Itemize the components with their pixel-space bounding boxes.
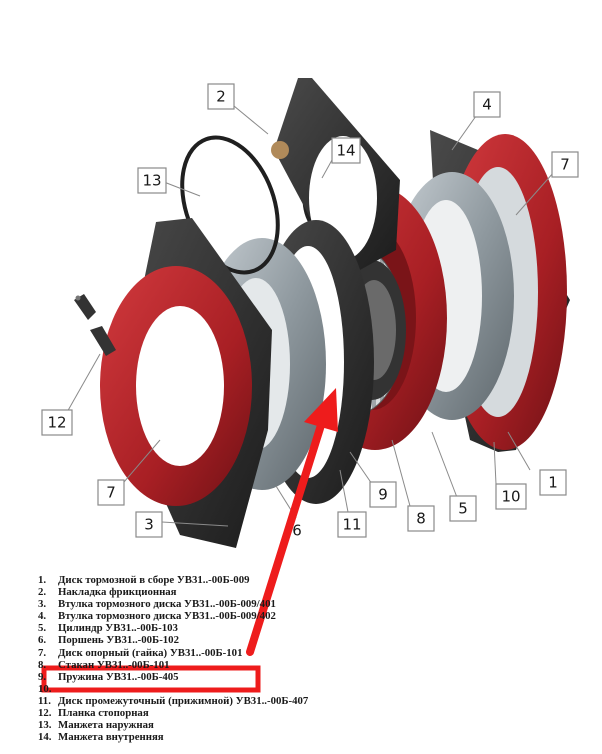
svg-text:1: 1: [548, 474, 558, 492]
svg-text:7: 7: [106, 484, 116, 502]
callout-14: 14: [331, 137, 361, 164]
legend-item-text: Диск опорный (гайка) УВ31..-00Б-101: [58, 646, 243, 659]
callout-11: 11: [337, 511, 367, 538]
legend-item: 6. Поршень УВ31..-00Б-102: [38, 634, 578, 646]
svg-text:13: 13: [142, 172, 161, 190]
legend-item-text: Манжета наружная: [58, 719, 154, 732]
legend-item-number: 13.: [38, 719, 52, 732]
callout-5: 5: [449, 495, 477, 522]
legend-item: 2. Накладка фрикционная: [38, 586, 578, 598]
support-disc-left: [100, 266, 252, 506]
legend-item-number: 11.: [38, 694, 51, 707]
callout-1: 1: [539, 469, 567, 496]
legend-item-text: Манжета внутренняя: [58, 731, 164, 744]
legend-item: 12. Планка стопорная: [38, 707, 578, 719]
callout-9: 9: [369, 481, 397, 508]
legend-item-number: 14.: [38, 731, 52, 744]
highlight-arrow: [246, 388, 338, 656]
legend-item: 9. Пружина УВ31..-00Б-405: [38, 671, 578, 683]
legend-item-number: 8.: [38, 658, 47, 671]
legend-item-text: Диск тормозной в сборе УВ31..-00Б-009: [58, 574, 250, 586]
legend-item-number: 1.: [38, 574, 47, 586]
legend-item-number: 10.: [38, 682, 52, 695]
callout-3: 3: [135, 511, 163, 538]
legend-item-number: 12.: [38, 707, 52, 720]
svg-text:3: 3: [144, 516, 154, 534]
svg-text:14: 14: [336, 142, 355, 160]
svg-text:6: 6: [292, 522, 302, 540]
legend-item-text: Стакан УВ31..-00Б-101: [58, 658, 170, 671]
svg-text:12: 12: [47, 414, 66, 432]
legend-item-number: 9.: [38, 670, 47, 683]
svg-text:9: 9: [378, 486, 388, 504]
callout-2: 2: [207, 83, 235, 110]
legend-item: 3. Втулка тормозного диска УВ31..-00Б-009…: [38, 598, 578, 610]
legend-item-text: Втулка тормозного диска УВ31..-00Б-009/4…: [58, 610, 276, 623]
legend-item: 11. Диск промежуточный (прижимной) УВ31..…: [38, 695, 578, 707]
legend-item: 8. Стакан УВ31..-00Б-101: [38, 659, 578, 671]
legend-item-number: 3.: [38, 598, 47, 611]
legend-item: 14. Манжета внутренняя: [38, 731, 578, 743]
locking-plate: [74, 294, 116, 356]
callout-10: 10: [495, 483, 527, 510]
callout-13: 13: [137, 167, 167, 194]
legend-item-text: Планка стопорная: [58, 707, 149, 720]
legend-item-text: Диск промежуточный (прижимной) УВ31..-00…: [58, 694, 309, 707]
legend-item: 1. Диск тормозной в сборе УВ31..-00Б-009: [38, 574, 578, 586]
legend-item-text: Накладка фрикционная: [58, 586, 177, 599]
legend-item-number: 5.: [38, 622, 47, 635]
legend-item-number: 7.: [38, 646, 47, 659]
legend-item: 4. Втулка тормозного диска УВ31..-00Б-009…: [38, 610, 578, 622]
callout-7-left: 7: [97, 479, 125, 506]
callout-4: 4: [473, 91, 501, 118]
svg-text:4: 4: [482, 96, 492, 114]
legend-item-text: Поршень УВ31..-00Б-102: [58, 634, 179, 647]
svg-text:11: 11: [342, 516, 361, 534]
svg-text:10: 10: [501, 488, 520, 506]
legend-item: 13. Манжета наружная: [38, 719, 578, 731]
callout-8: 8: [407, 505, 435, 532]
legend-item-text: Пружина УВ31..-00Б-405: [58, 670, 179, 683]
legend-item-number: 6.: [38, 634, 47, 647]
highlight-box: [41, 665, 261, 693]
svg-text:5: 5: [458, 500, 468, 518]
legend-item: 7. Диск опорный (гайка) УВ31..-00Б-101: [38, 647, 578, 659]
svg-text:2: 2: [216, 88, 226, 106]
svg-text:7: 7: [560, 156, 570, 174]
svg-text:8: 8: [416, 510, 426, 528]
legend-item: 5. Цилиндр УВ31..-00Б-103: [38, 622, 578, 634]
legend-item-text: Цилиндр УВ31..-00Б-103: [58, 622, 178, 635]
legend-item-number: 4.: [38, 610, 47, 623]
legend-item-number: 2.: [38, 586, 47, 599]
callout-12: 12: [41, 409, 73, 436]
legend-item-text: Втулка тормозного диска УВ31..-00Б-009/4…: [58, 598, 276, 611]
legend-item: 10.: [38, 683, 578, 695]
callout-7-right: 7: [551, 151, 579, 178]
